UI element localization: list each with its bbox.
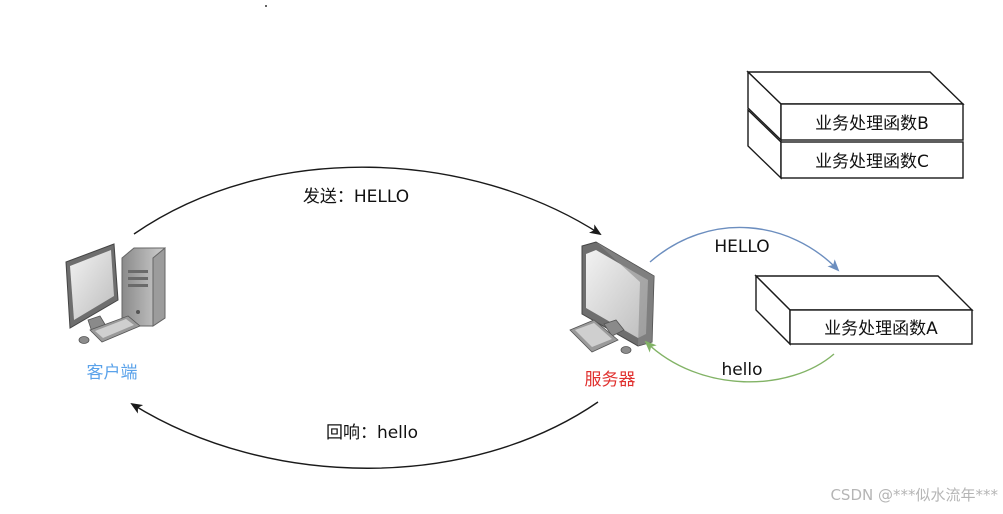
reply-label: 回响：hello [326,423,418,443]
client-label: 客户端 [87,363,138,383]
watermark-text: CSDN @***似水流年*** [830,486,998,504]
handler-a-box: 业务处理函数A [754,274,974,346]
send-arrow [133,166,602,236]
handler-c-label: 业务处理函数C [815,152,929,172]
from-handler-label: hello [721,360,762,380]
handler-b-label: 业务处理函数B [815,114,929,134]
reply-arrow [130,401,599,469]
send-label: 发送：HELLO [303,187,409,207]
handler-b-box: 业务处理函数B [746,70,965,142]
from-handler-arrow [644,340,835,383]
to-handler-label: HELLO [714,237,769,257]
server-label: 服务器 [585,370,636,390]
server-computer-icon [569,241,655,354]
stray-dot [265,5,267,7]
to-handler-arrow [649,226,840,272]
handler-a-label: 业务处理函数A [824,319,938,339]
client-computer-icon [65,243,166,344]
handler-c-box: 业务处理函数C [747,108,964,180]
